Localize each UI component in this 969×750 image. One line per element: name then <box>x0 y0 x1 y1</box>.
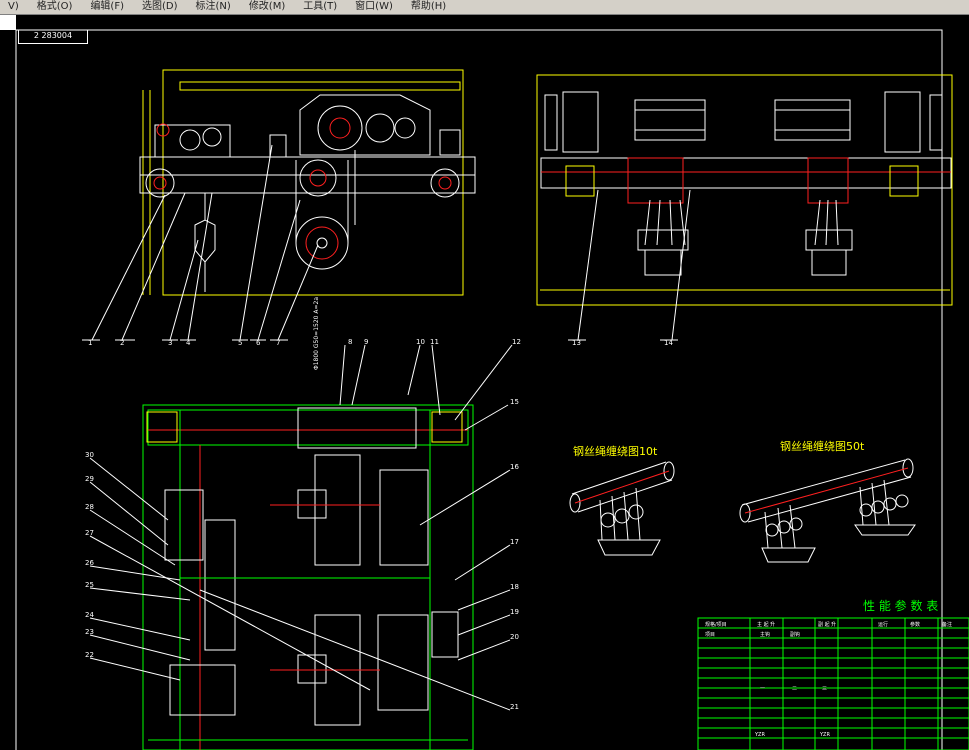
perf-table-title: 性 能 参 数 表 <box>863 598 938 613</box>
perf-table-cells: 规格/项目 主 起 升 副 起 升 项目 一 二 三 主钩 副钩 运行 参数 备… <box>705 621 952 738</box>
perf-table-cell: 参数 <box>910 621 920 628</box>
rope-diagram-50t <box>739 458 916 563</box>
callout-label: 25 <box>85 581 94 589</box>
callout-label: 6 <box>256 339 261 347</box>
callout-label: 29 <box>85 475 94 483</box>
menu-item-window[interactable]: 窗口(W) <box>355 1 393 12</box>
callouts-plan-top: 8 9 10 11 12 15 16 17 18 19 20 21 <box>348 338 521 711</box>
menu-item-edit[interactable]: 编辑(F) <box>90 1 124 12</box>
callout-label: 2 <box>120 339 124 347</box>
perf-table-cell: 备注 <box>942 621 952 628</box>
callout-label: 24 <box>85 611 94 619</box>
callouts-top-left: 1 2 3 4 5 6 7 <box>88 339 280 347</box>
perf-table-cell: 规格/项目 <box>705 621 727 628</box>
menu-item-tools[interactable]: 工具(T) <box>303 1 338 12</box>
rope-diagram-10t <box>569 461 675 556</box>
perf-table-cell: 主钩 <box>760 631 770 638</box>
callout-label: 21 <box>510 703 519 711</box>
side-elevation-view <box>82 69 476 341</box>
callout-label: 3 <box>168 339 172 347</box>
perf-table-cell: 副 起 升 <box>818 621 836 628</box>
front-elevation-view <box>536 74 953 341</box>
menu-item-modify[interactable]: 修改(M) <box>248 1 286 12</box>
menu-item-help[interactable]: 帮助(H) <box>410 1 447 12</box>
perf-table-cell: 运行 <box>878 621 888 628</box>
callout-label: 17 <box>510 538 519 546</box>
callout-label: 20 <box>510 633 519 641</box>
perf-table-cell: YZR <box>754 732 765 738</box>
callout-label: 26 <box>85 559 94 567</box>
callout-label: 5 <box>238 339 242 347</box>
plan-view <box>89 344 513 750</box>
callout-label: 4 <box>186 339 191 347</box>
menu-item-dimension[interactable]: 标注(N) <box>195 1 231 12</box>
menu-bar: V) 格式(O) 编辑(F) 选图(D) 标注(N) 修改(M) 工具(T) 窗… <box>0 0 969 15</box>
rope-diagram-10t-title: 钢丝绳缠绕图10t <box>573 444 658 458</box>
sheet-border <box>15 29 943 750</box>
perf-table-cell: 三 <box>822 686 827 692</box>
callout-label: 28 <box>85 503 94 511</box>
callout-label: 7 <box>276 339 280 347</box>
callout-label: 12 <box>512 338 521 346</box>
perf-table-cell: 二 <box>792 686 797 692</box>
callout-label: 14 <box>664 339 673 347</box>
callout-label: 16 <box>510 463 519 471</box>
callouts-top-right: 13 14 <box>572 339 673 347</box>
drawing-tab[interactable]: 2 283004 <box>18 30 88 44</box>
vertical-dimension-note: Φ1800 G50=1520 A=2a <box>313 297 320 370</box>
callout-label: 30 <box>85 451 94 459</box>
perf-table-cell: YZR <box>819 732 830 738</box>
perf-table-cell: 项目 <box>705 632 715 638</box>
callout-label: 15 <box>510 398 519 406</box>
menu-item-draw[interactable]: 选图(D) <box>142 1 178 12</box>
callout-label: 23 <box>85 628 94 636</box>
perf-table-cell: 主 起 升 <box>757 621 775 628</box>
perf-table-cell: 副钩 <box>790 631 800 638</box>
menu-item-view[interactable]: V) <box>8 1 19 12</box>
callouts-plan-left: 30 29 28 27 26 25 24 23 22 <box>85 451 94 659</box>
callout-label: 10 <box>416 338 425 346</box>
perf-table-cell: 一 <box>760 686 765 692</box>
menu-item-format[interactable]: 格式(O) <box>36 1 73 12</box>
callout-label: 19 <box>510 608 519 616</box>
callout-label: 1 <box>88 339 92 347</box>
layout-tab-marker[interactable] <box>0 15 16 30</box>
callout-label: 27 <box>85 529 94 537</box>
callout-label: 9 <box>364 338 368 346</box>
callout-label: 18 <box>510 583 519 591</box>
rope-diagram-50t-title: 钢丝绳缠绕图50t <box>780 439 865 453</box>
perf-table <box>697 617 969 750</box>
callout-label: 11 <box>430 338 439 346</box>
callout-label: 22 <box>85 651 94 659</box>
callout-label: 13 <box>572 339 581 347</box>
callout-label: 8 <box>348 338 352 346</box>
